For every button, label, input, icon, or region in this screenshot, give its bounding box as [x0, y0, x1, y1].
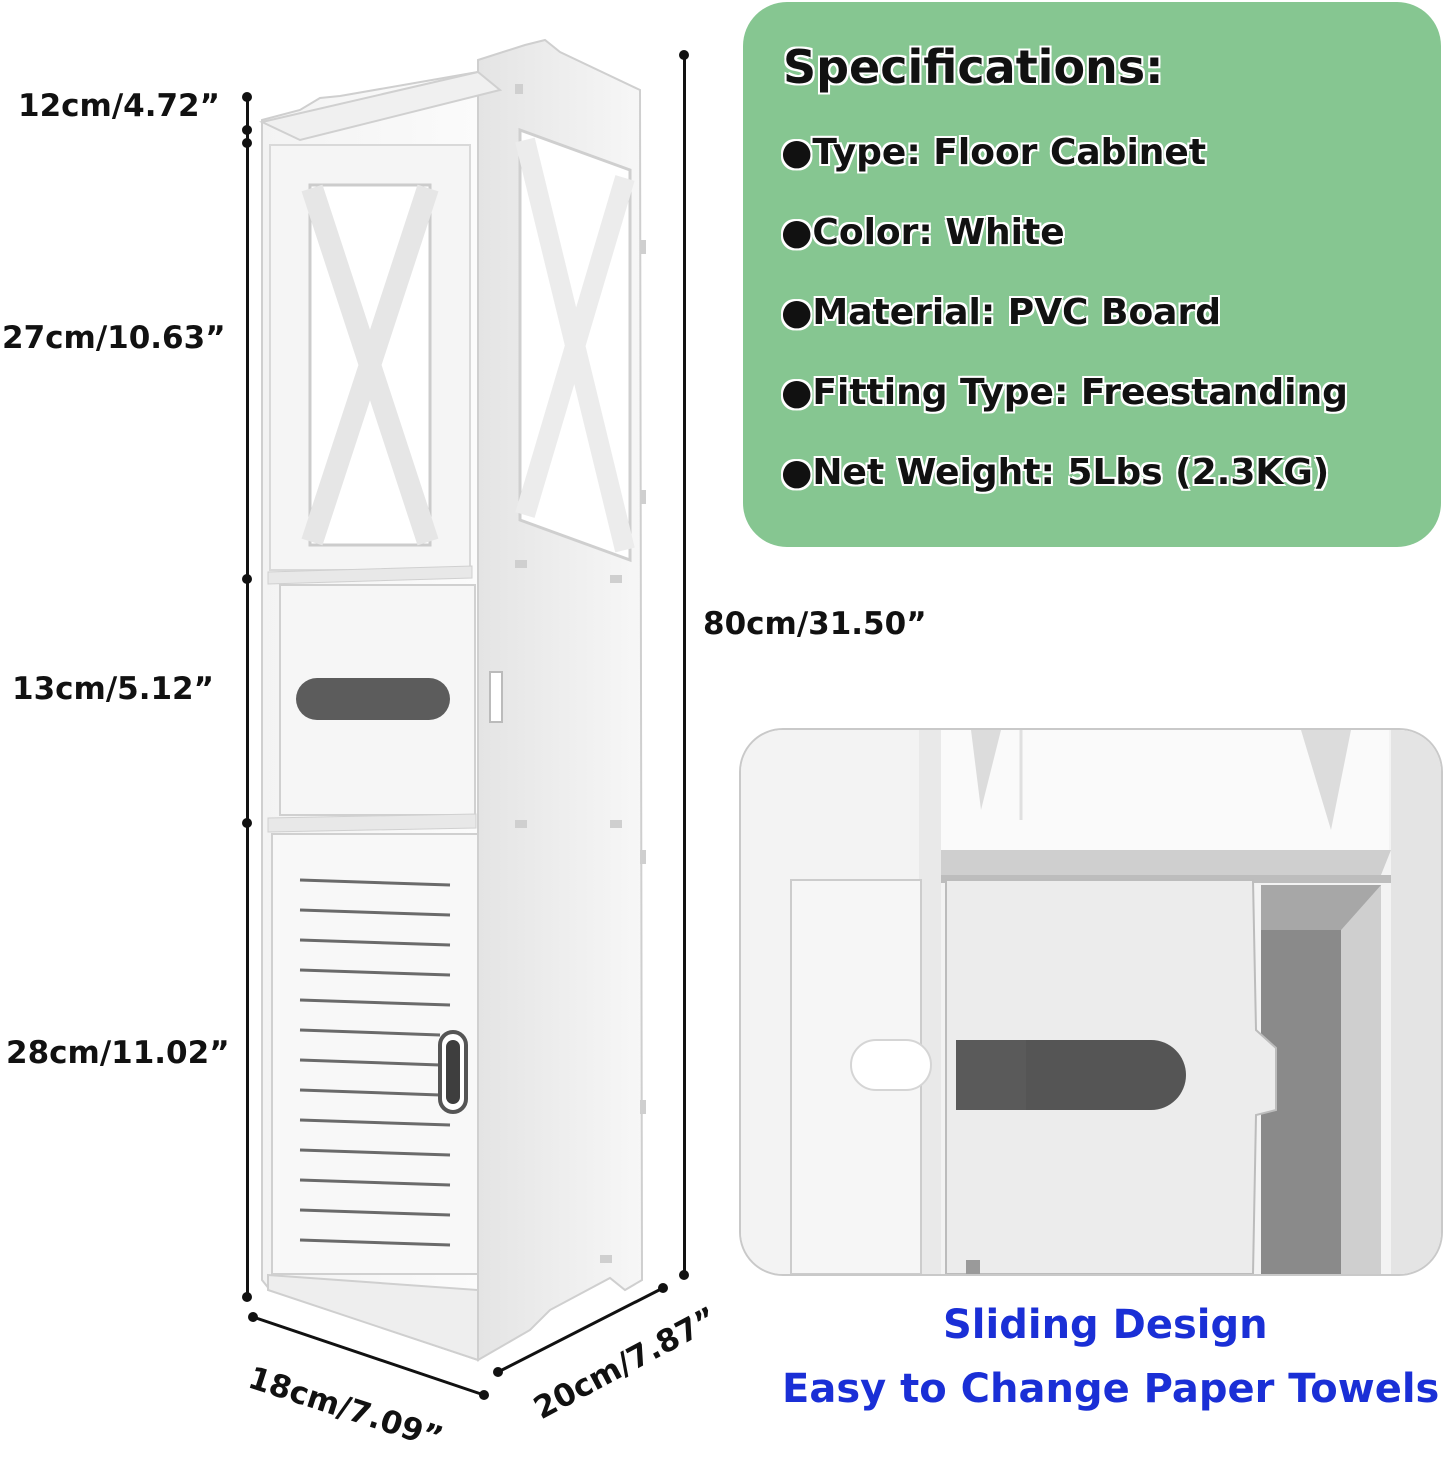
drawer-detail-photo — [739, 728, 1443, 1276]
spec-net-weight: ●Net Weight: 5Lbs (2.3KG) — [781, 452, 1330, 493]
dimension-line-left — [246, 97, 249, 1297]
cabinet-image — [258, 38, 646, 1362]
spec-fitting-type: ●Fitting Type: Freestanding — [781, 372, 1348, 413]
dimension-line-total — [683, 55, 686, 1275]
dimension-line-bottom — [248, 1283, 668, 1400]
dimension-marker — [242, 1292, 252, 1302]
caption-easy-change: Easy to Change Paper Towels — [782, 1366, 1440, 1412]
dimension-marker — [242, 138, 252, 148]
dimension-drawer: 13cm/5.12” — [12, 671, 214, 707]
dimension-marker — [242, 818, 252, 828]
dimension-cabinet: 28cm/11.02” — [6, 1035, 230, 1071]
dimension-marker — [242, 574, 252, 584]
dimension-marker — [242, 125, 252, 135]
dimension-marker — [679, 1270, 689, 1280]
dimension-total-height: 80cm/31.50” — [703, 606, 927, 642]
specifications-panel: Specifications: ●Type: Floor Cabinet ●Co… — [743, 2, 1441, 547]
dimension-top-section: 12cm/4.72” — [18, 88, 220, 124]
spec-type: ●Type: Floor Cabinet — [781, 132, 1207, 173]
dimension-open-shelf: 27cm/10.63” — [2, 320, 226, 356]
specifications-title: Specifications: — [783, 40, 1164, 94]
dimension-marker — [679, 50, 689, 60]
spec-color: ●Color: White — [781, 212, 1065, 253]
dimension-marker — [242, 92, 252, 102]
caption-sliding-design: Sliding Design — [943, 1302, 1268, 1348]
spec-material: ●Material: PVC Board — [781, 292, 1221, 333]
